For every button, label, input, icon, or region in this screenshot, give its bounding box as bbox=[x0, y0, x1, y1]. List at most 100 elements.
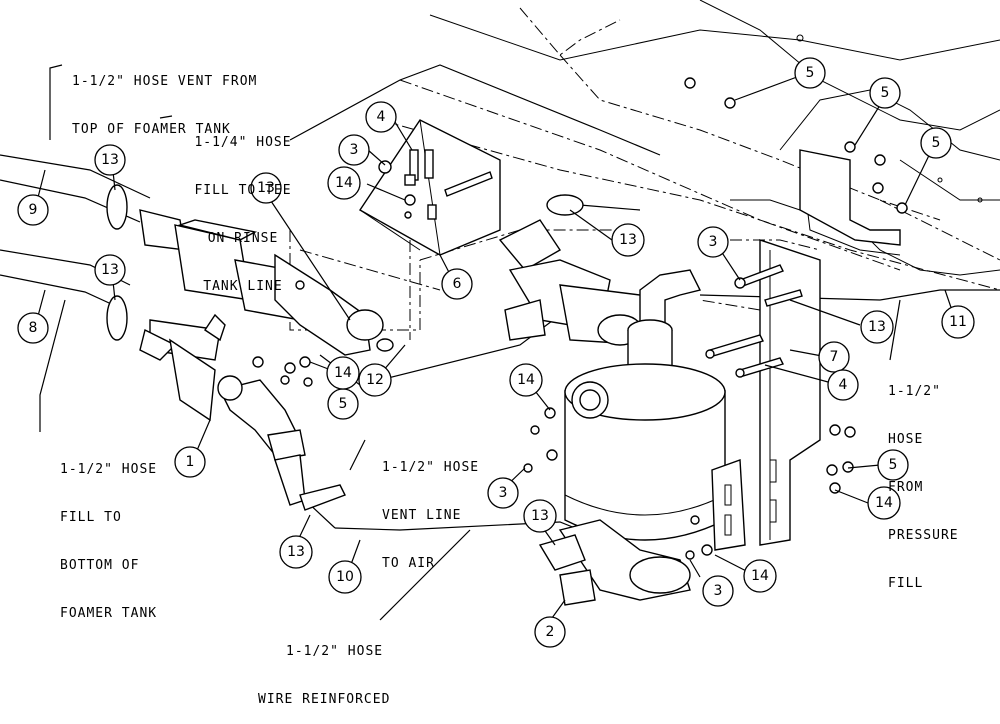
callout-8: 8 bbox=[17, 312, 49, 344]
note-fill-tee: 1-1/4" HOSE FILL TO TEE ON RINSE TANK LI… bbox=[174, 103, 312, 311]
parts-diagram: 13 9 13 8 13 4 3 14 6 5 5 5 13 3 13 11 7… bbox=[0, 0, 1000, 648]
note-line: TOP OF FOAMER TANK bbox=[72, 122, 231, 137]
callout-3: 3 bbox=[487, 477, 519, 509]
leader-lines bbox=[34, 64, 957, 621]
callout-12: 12 bbox=[358, 363, 392, 397]
callout-11: 11 bbox=[941, 305, 975, 339]
note-line: 1-1/2" HOSE bbox=[382, 460, 480, 475]
foamer-tank bbox=[538, 269, 726, 606]
svg-text:3: 3 bbox=[714, 583, 723, 599]
note-pressure-fill: 1-1/2" HOSE FROM PRESSURE FILL bbox=[888, 352, 959, 608]
callout-14: 14 bbox=[509, 363, 543, 397]
svg-text:14: 14 bbox=[334, 365, 352, 381]
svg-text:3: 3 bbox=[499, 485, 508, 501]
svg-text:2: 2 bbox=[546, 624, 555, 640]
callout-13: 13 bbox=[250, 172, 282, 204]
svg-text:10: 10 bbox=[336, 569, 354, 585]
callout-5: 5 bbox=[877, 449, 909, 481]
svg-text:5: 5 bbox=[889, 457, 898, 473]
bracket-7 bbox=[711, 149, 901, 551]
note-line: TANK LINE bbox=[203, 279, 283, 294]
callout-13: 13 bbox=[94, 254, 126, 286]
svg-text:9: 9 bbox=[29, 202, 38, 218]
note-line: WIRE REINFORCED bbox=[258, 692, 391, 707]
note-wire-reinforced: 1-1/2" HOSE WIRE REINFORCED bbox=[258, 612, 390, 724]
callout-5: 5 bbox=[327, 388, 359, 420]
svg-text:6: 6 bbox=[453, 276, 462, 292]
callout-3: 3 bbox=[702, 575, 734, 607]
note-line: FILL TO bbox=[60, 510, 122, 525]
svg-text:13: 13 bbox=[619, 232, 637, 248]
bracket-6 bbox=[358, 119, 501, 256]
callout-5: 5 bbox=[869, 77, 901, 109]
note-line: ON RINSE bbox=[207, 231, 279, 246]
callout-4: 4 bbox=[827, 369, 859, 401]
svg-text:5: 5 bbox=[806, 65, 815, 81]
callout-14: 14 bbox=[743, 559, 777, 593]
svg-text:5: 5 bbox=[881, 85, 890, 101]
note-line: 1-1/2" HOSE VENT FROM bbox=[72, 74, 258, 89]
svg-text:13: 13 bbox=[531, 508, 549, 524]
callout-14: 14 bbox=[867, 486, 901, 520]
svg-text:4: 4 bbox=[839, 377, 848, 393]
callout-3: 3 bbox=[697, 226, 729, 258]
svg-text:7: 7 bbox=[830, 349, 839, 365]
valve-assembly bbox=[106, 184, 394, 511]
note-line: FOAMER TANK bbox=[60, 606, 158, 621]
callout-14: 14 bbox=[326, 356, 360, 390]
svg-text:5: 5 bbox=[339, 396, 348, 412]
svg-text:4: 4 bbox=[377, 109, 386, 125]
callout-6: 6 bbox=[441, 268, 473, 300]
callout-9: 9 bbox=[17, 194, 49, 226]
svg-text:13: 13 bbox=[287, 544, 305, 560]
note-line: FROM bbox=[888, 480, 924, 495]
note-line: 1-1/2" HOSE bbox=[60, 462, 158, 477]
note-line: PRESSURE bbox=[888, 528, 959, 543]
svg-text:5: 5 bbox=[932, 135, 941, 151]
svg-text:14: 14 bbox=[751, 568, 769, 584]
svg-text:3: 3 bbox=[709, 234, 718, 250]
note-line: 1-1/2" bbox=[888, 384, 941, 399]
note-line: FILL bbox=[888, 576, 924, 591]
callout-13: 13 bbox=[523, 499, 557, 533]
svg-text:14: 14 bbox=[335, 175, 353, 191]
svg-text:3: 3 bbox=[350, 142, 359, 158]
svg-text:13: 13 bbox=[868, 319, 886, 335]
svg-text:14: 14 bbox=[517, 372, 535, 388]
callout-1: 1 bbox=[174, 446, 206, 478]
note-line: HOSE bbox=[888, 432, 924, 447]
callout-5: 5 bbox=[794, 57, 826, 89]
note-line: 1-1/4" HOSE bbox=[194, 135, 292, 150]
callout-13: 13 bbox=[860, 310, 894, 344]
svg-text:13: 13 bbox=[101, 152, 119, 168]
callout-2: 2 bbox=[534, 616, 566, 648]
callout-13: 13 bbox=[279, 535, 313, 569]
svg-text:1: 1 bbox=[186, 454, 195, 470]
note-line: TO AIR bbox=[382, 556, 435, 571]
callout-5: 5 bbox=[920, 127, 952, 159]
note-line: FILL TO TEE bbox=[194, 183, 292, 198]
note-fill-bottom: 1-1/2" HOSE FILL TO BOTTOM OF FOAMER TAN… bbox=[60, 430, 157, 638]
note-line: VENT LINE bbox=[382, 508, 462, 523]
svg-text:11: 11 bbox=[949, 314, 967, 330]
callout-14: 14 bbox=[327, 166, 361, 200]
svg-text:12: 12 bbox=[366, 372, 384, 388]
callout-13: 13 bbox=[611, 223, 645, 257]
note-line: BOTTOM OF bbox=[60, 558, 140, 573]
hardware bbox=[252, 77, 908, 560]
note-vent-top: 1-1/2" HOSE VENT FROM TOP OF FOAMER TANK bbox=[72, 42, 257, 154]
note-vent-air: 1-1/2" HOSE VENT LINE TO AIR bbox=[382, 428, 479, 588]
callout-7: 7 bbox=[818, 341, 850, 373]
note-line: 1-1/2" HOSE bbox=[286, 644, 384, 659]
truck-frame bbox=[379, 0, 1000, 291]
fitting-assembly bbox=[498, 194, 651, 346]
svg-text:13: 13 bbox=[101, 262, 119, 278]
svg-text:8: 8 bbox=[29, 320, 38, 336]
callout-3: 3 bbox=[338, 134, 370, 166]
callout-10: 10 bbox=[328, 560, 362, 594]
callout-4: 4 bbox=[365, 101, 397, 133]
callouts: 13 9 13 8 13 4 3 14 6 5 5 5 13 3 13 11 7… bbox=[17, 57, 975, 648]
svg-text:14: 14 bbox=[875, 495, 893, 511]
svg-text:13: 13 bbox=[257, 180, 275, 196]
callout-13: 13 bbox=[94, 144, 126, 176]
